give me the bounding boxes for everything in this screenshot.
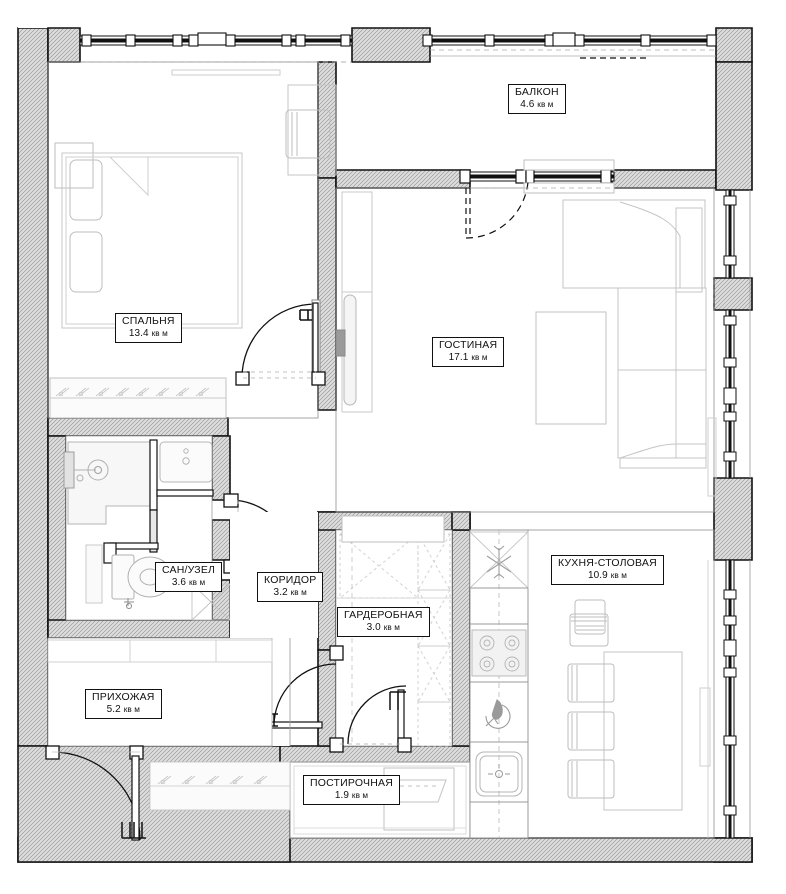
room-name: САН/УЗЕЛ: [162, 564, 216, 576]
room-name: ПОСТИРОЧНАЯ: [310, 777, 393, 789]
room-area: 3.2 кв м: [273, 586, 307, 598]
room-name: СПАЛЬНЯ: [122, 315, 175, 327]
room-area: 3.6 кв м: [171, 576, 206, 588]
room-label-laundry: ПОСТИРОЧНАЯ 1.9 кв м: [303, 775, 400, 805]
sectional-sofa: [562, 199, 707, 469]
tv-cabinet: [335, 191, 373, 413]
room-label-kitchen: КУХНЯ-СТОЛОВАЯ 10.9 кв м: [551, 555, 664, 585]
window-living-east: [713, 189, 751, 479]
room-name: ГАРДЕРОБНАЯ: [344, 609, 423, 621]
room-name: КОРИДОР: [264, 574, 317, 586]
dining-chair: [567, 663, 615, 703]
room-name: БАЛКОН: [515, 86, 559, 98]
floor-drain: [124, 598, 134, 609]
washbasin: [159, 441, 213, 483]
armchair: [285, 84, 337, 176]
room-label-corridor: КОРИДОР 3.2 кв м: [257, 572, 324, 602]
room-name: ПРИХОЖАЯ: [92, 691, 155, 703]
dining-chair: [569, 613, 609, 647]
door-bedroom: [235, 299, 326, 386]
room-name: КУХНЯ-СТОЛОВАЯ: [558, 557, 657, 569]
balcony-door: [459, 159, 615, 239]
dining-chair: [567, 759, 615, 799]
windows: [79, 32, 751, 839]
room-area: 13.4 кв м: [128, 327, 168, 339]
sink: [475, 751, 523, 797]
pillow: [69, 231, 103, 293]
room-label-bathroom: САН/УЗЕЛ 3.6 кв м: [155, 562, 223, 592]
room-label-bedroom: СПАЛЬНЯ 13.4 кв м: [115, 313, 182, 343]
door-laundry: [340, 685, 412, 753]
living-furniture: [335, 191, 717, 497]
room-area: 3.0 кв м: [366, 621, 400, 633]
faucet: [485, 699, 511, 729]
room-label-wardrobe: ГАРДЕРОБНАЯ 3.0 кв м: [337, 607, 430, 637]
room-label-balcony: БАЛКОН 4.6 кв м: [508, 84, 566, 114]
bedroom-furniture: [49, 84, 337, 419]
window-balcony-north: [422, 32, 717, 59]
wardrobe-hangers: [49, 377, 227, 419]
room-area: 17.1 кв м: [448, 351, 488, 363]
window-kitchen-east: [707, 559, 751, 839]
wardrobe-room: [335, 515, 453, 747]
coat-rack-hangers: [149, 761, 291, 811]
dining-chair: [567, 711, 615, 751]
pillow: [69, 159, 103, 221]
room-area: 1.9 кв м: [334, 789, 369, 801]
cooktop-4-burner: [471, 629, 527, 677]
refrigerator: [469, 531, 529, 589]
double-bed: [61, 152, 243, 329]
window-bedroom-north: [79, 32, 353, 76]
bathroom-fixtures: [63, 435, 231, 621]
door-entry: [45, 745, 146, 841]
room-area: 5.2 кв м: [106, 703, 140, 715]
mirror: [343, 294, 357, 406]
nightstand: [54, 142, 94, 189]
kitchen-fixtures: [469, 529, 711, 839]
room-area: 10.9 кв м: [587, 569, 627, 581]
room-label-living: ГОСТИНАЯ 17.1 кв м: [432, 337, 505, 367]
room-area: 4.6 кв м: [520, 98, 554, 110]
dining-table: [603, 651, 683, 811]
room-name: ГОСТИНАЯ: [439, 339, 498, 351]
coffee-table: [535, 311, 607, 425]
room-label-hall: ПРИХОЖАЯ 5.2 кв м: [85, 689, 162, 719]
